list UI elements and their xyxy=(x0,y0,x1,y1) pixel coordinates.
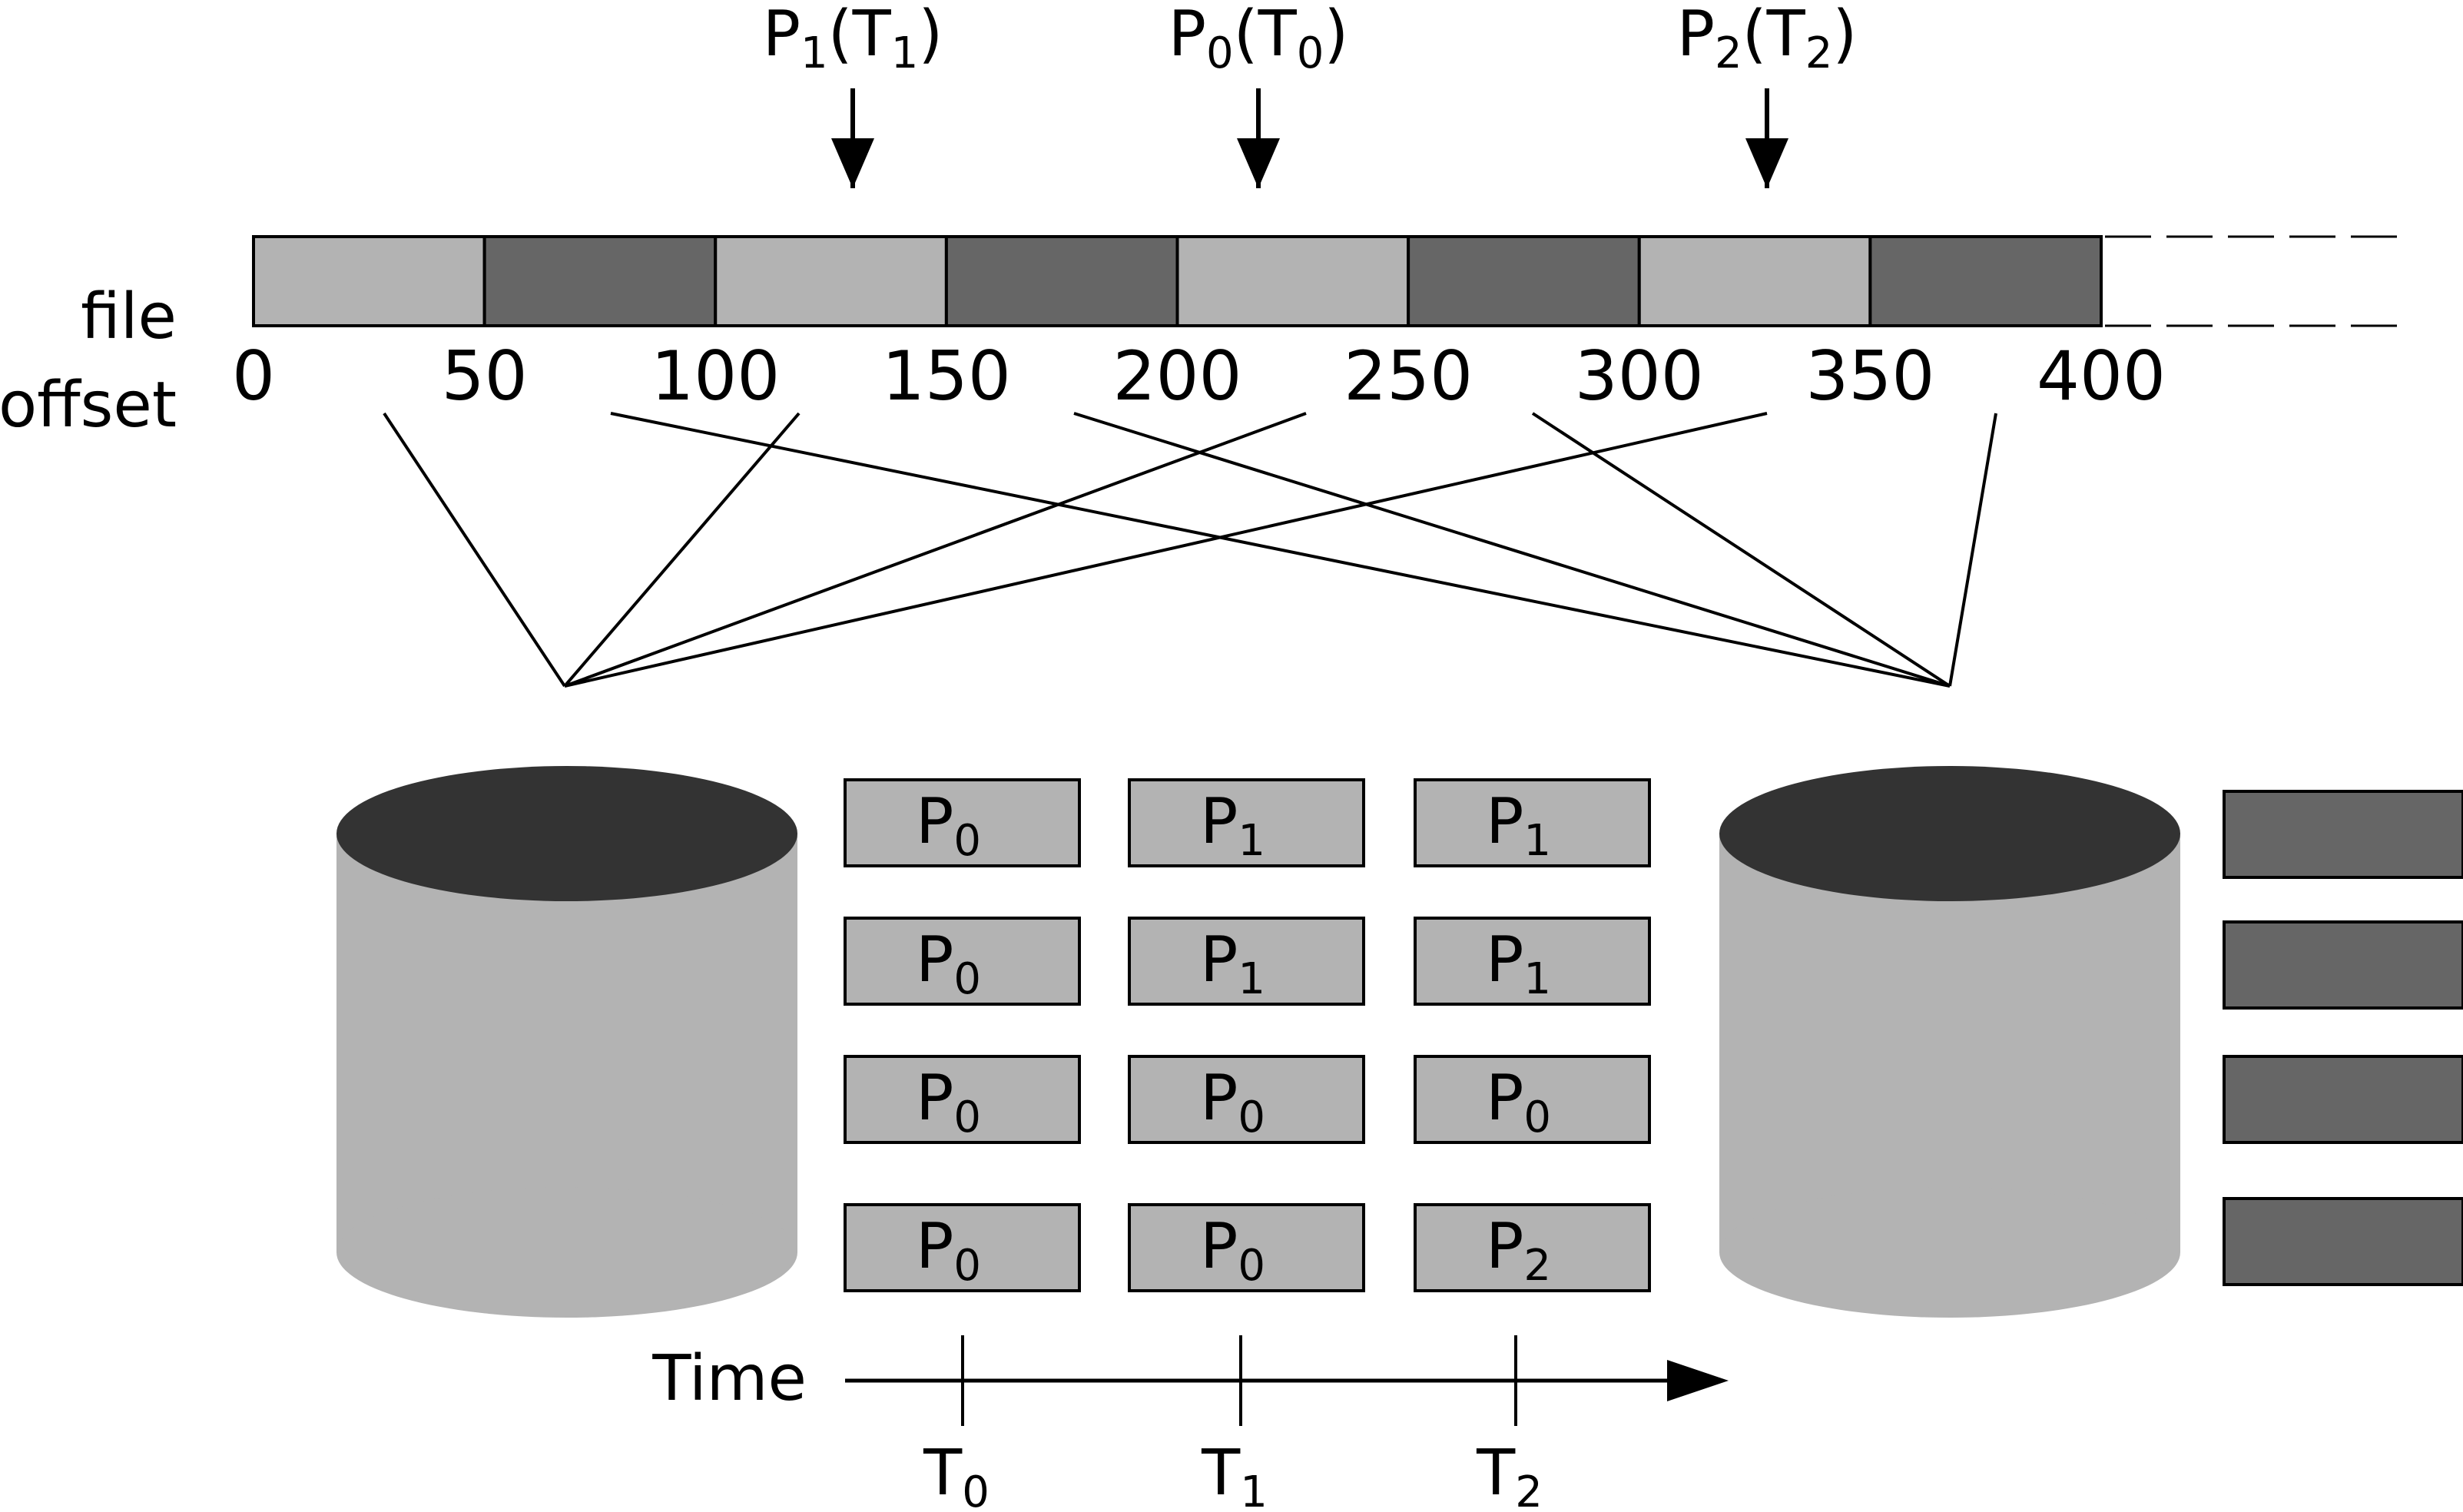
file-stripe-bar xyxy=(252,235,2103,327)
offset-tick-label: 250 xyxy=(1344,337,1473,416)
queue-cell-box xyxy=(844,778,1081,867)
pointer-group: P1(T1) P0(T0) P2(T2) xyxy=(763,0,1858,188)
disk-body xyxy=(336,834,797,1252)
queue-cell: P0 xyxy=(1128,1055,1365,1144)
disk-top xyxy=(336,766,797,901)
offset-tick-label: 0 xyxy=(232,337,275,416)
pointer-p1: P1(T1) xyxy=(763,0,943,188)
queue-cell-label: P1 xyxy=(1486,785,1551,866)
pointer-arrow-head xyxy=(1237,138,1280,188)
right-queue-cell xyxy=(2223,920,2463,1010)
queue-cell-box xyxy=(1414,1203,1651,1292)
queue-cell-box xyxy=(1414,1055,1651,1144)
queue-cell-box xyxy=(1128,917,1365,1006)
queue-cell-box xyxy=(1128,1055,1365,1144)
queue-cell-label: P0 xyxy=(916,1210,981,1291)
queue-cell-label: P1 xyxy=(1200,923,1265,1004)
stripe-segment xyxy=(482,235,718,327)
queue-cell: P1 xyxy=(1128,917,1365,1006)
offset-tick-label: 300 xyxy=(1575,337,1704,416)
queue-cell: P0 xyxy=(1414,1055,1651,1144)
stripe-segment xyxy=(252,235,486,327)
file-label: file xyxy=(81,280,177,353)
connector-line xyxy=(383,412,566,688)
time-tick-label: T2 xyxy=(1476,1437,1543,1512)
disk-bottom xyxy=(336,1187,797,1318)
queue-cell: P1 xyxy=(1414,917,1651,1006)
right-disk-queue xyxy=(2223,790,2463,1286)
queue-cell-box xyxy=(1128,778,1365,867)
queue-cell-label: P0 xyxy=(916,923,981,1004)
offset-tick-labels: 0 50 100 150 200 250 300 350 400 xyxy=(232,337,2166,416)
queue-cell: P0 xyxy=(844,917,1081,1006)
pointer-arrow-head xyxy=(831,138,874,188)
connector-line xyxy=(564,412,1307,688)
queue-cell: P0 xyxy=(1128,1203,1365,1292)
connector-line xyxy=(1531,412,1951,688)
queue-cell: P0 xyxy=(844,778,1081,867)
stripe-segment xyxy=(714,235,948,327)
disk-right xyxy=(1719,766,2180,1318)
stripe-segment xyxy=(1175,235,1411,327)
pointer-p2: P2(T2) xyxy=(1677,0,1858,188)
queue-cell-label: P2 xyxy=(1486,1210,1551,1291)
time-axis-label: Time xyxy=(651,1342,807,1415)
queue-cell-box xyxy=(844,917,1081,1006)
stripe-segment xyxy=(1868,235,2103,327)
connector-line xyxy=(563,412,801,688)
pointer-label: P2(T2) xyxy=(1677,0,1858,78)
pointer-label: P0(T0) xyxy=(1169,0,1349,78)
disk-top xyxy=(1719,766,2180,901)
offset-tick-label: 400 xyxy=(2037,337,2166,416)
queue-cell: P1 xyxy=(1414,778,1651,867)
queue-cell-label: P0 xyxy=(1486,1062,1551,1142)
offset-tick-label: 200 xyxy=(1113,337,1242,416)
time-axis: Time T0 T1 T2 xyxy=(651,1335,1729,1512)
offset-tick-label: 350 xyxy=(1805,337,1934,416)
time-tick-label: T0 xyxy=(923,1437,990,1512)
queue-cell-label: P1 xyxy=(1200,785,1265,866)
pointer-arrow-head xyxy=(1745,138,1788,188)
disk-left xyxy=(336,766,797,1318)
queue-cell-label: P0 xyxy=(1200,1062,1265,1142)
time-ticks: T0 T1 T2 xyxy=(923,1335,1543,1512)
queue-cell-label: P0 xyxy=(916,1062,981,1142)
queue-cell: P0 xyxy=(844,1203,1081,1292)
queue-cell-box xyxy=(844,1055,1081,1144)
right-queue-cell xyxy=(2223,1197,2463,1286)
disk-bottom xyxy=(1719,1187,2180,1318)
stripe-segment xyxy=(944,235,1179,327)
right-queue-cell xyxy=(2223,1055,2463,1144)
pointer-p0: P0(T0) xyxy=(1169,0,1349,188)
connector-line xyxy=(564,412,1768,688)
queue-cell: P1 xyxy=(1128,778,1365,867)
pointer-label: P1(T1) xyxy=(763,0,943,78)
offset-tick-label: 100 xyxy=(651,337,780,416)
connector-line xyxy=(610,412,1951,688)
offset-tick-label: 50 xyxy=(442,337,528,416)
time-axis-arrowhead xyxy=(1667,1360,1729,1401)
queue-cell-label: P1 xyxy=(1486,923,1551,1004)
stripe-segment xyxy=(1637,235,1872,327)
disk-body xyxy=(1719,834,2180,1252)
offset-tick-label: 150 xyxy=(882,337,1011,416)
queue-cell: P2 xyxy=(1414,1203,1651,1292)
queue-cell-box xyxy=(844,1203,1081,1292)
queue-cell-box xyxy=(1414,917,1651,1006)
right-queue-cell xyxy=(2223,790,2463,879)
queue-cell: P0 xyxy=(844,1055,1081,1144)
queue-cell-label: P0 xyxy=(916,785,981,866)
stripe-segment xyxy=(1407,235,1641,327)
queue-cell-box xyxy=(1414,778,1651,867)
stripe-to-disk-connectors xyxy=(383,412,1997,688)
connector-line xyxy=(1073,412,1951,688)
queue-cell-box xyxy=(1128,1203,1365,1292)
time-tick-label: T1 xyxy=(1201,1437,1268,1512)
offset-label: offset xyxy=(0,369,177,442)
connector-line xyxy=(1948,413,1997,687)
queue-cell-label: P0 xyxy=(1200,1210,1265,1291)
